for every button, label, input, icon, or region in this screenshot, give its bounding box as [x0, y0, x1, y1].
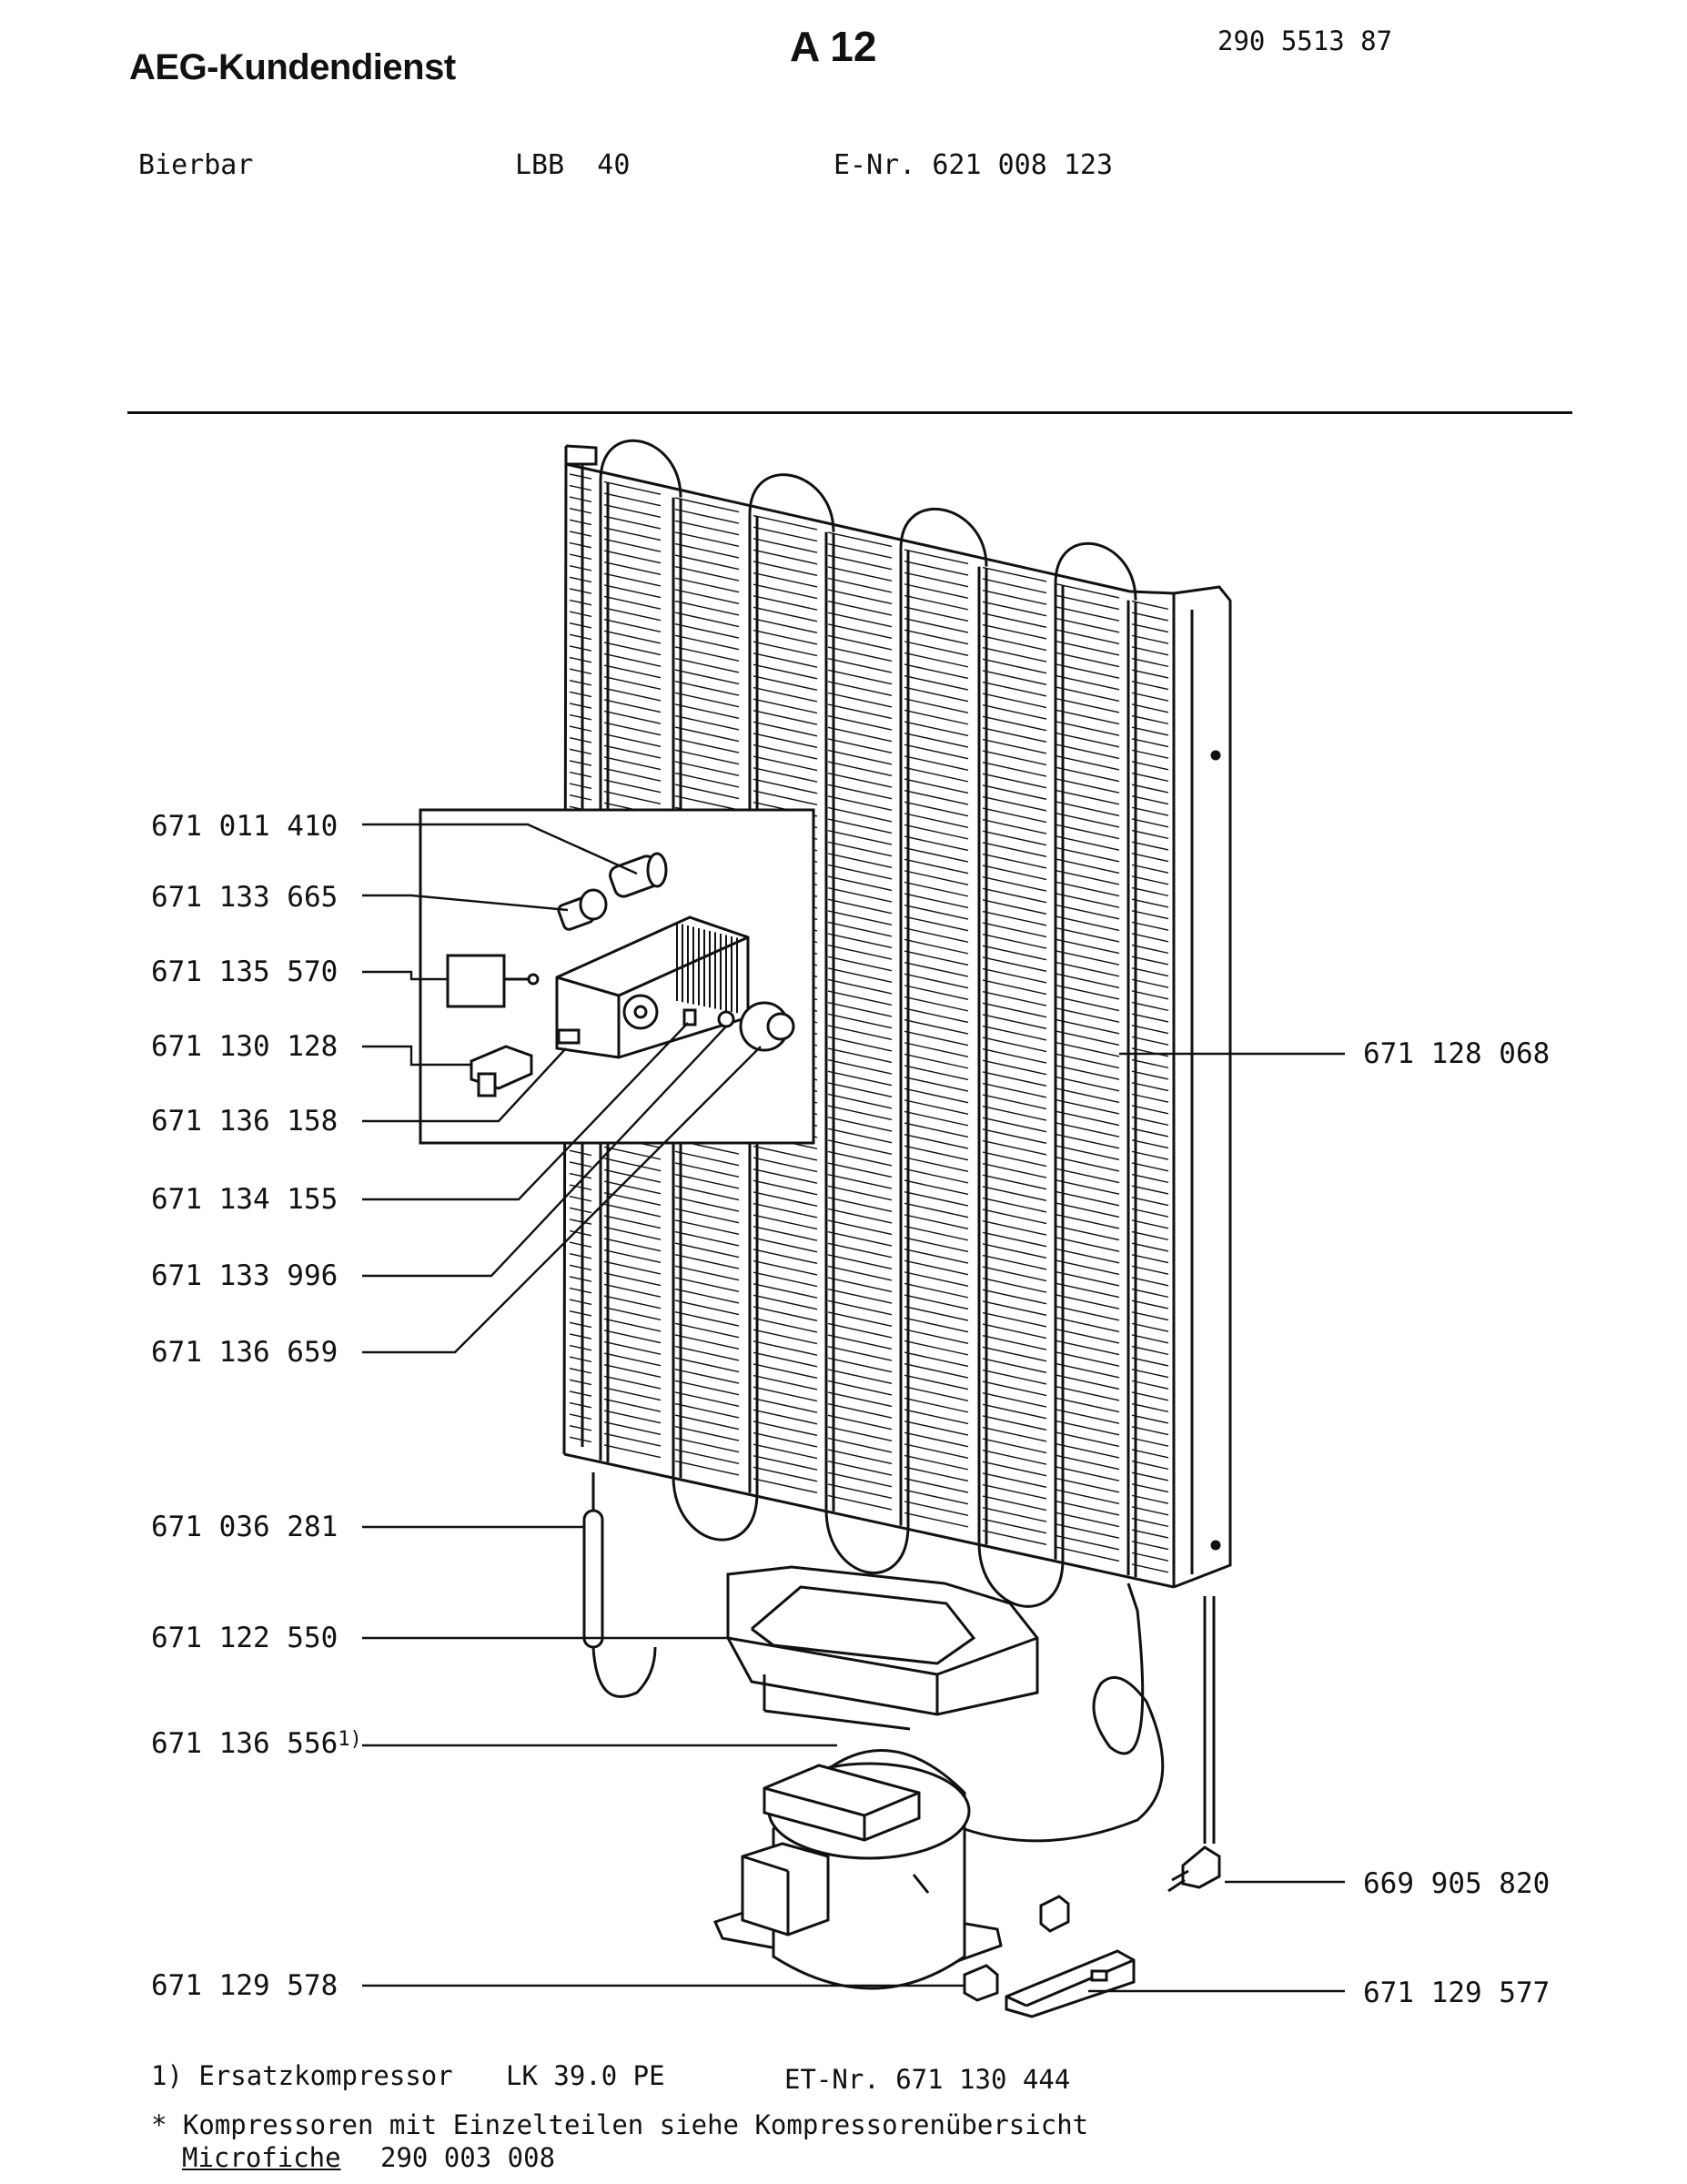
light-switch: [446, 954, 540, 1008]
microfiche-label: Microfiche: [182, 2142, 341, 2173]
replacement-model: LK 39.0 PE: [506, 2060, 665, 2091]
part-number: 671 135 570: [151, 956, 338, 988]
part-label-left: 671 011 410: [151, 810, 338, 843]
footnote-marker: 1): [338, 1728, 362, 1751]
power-plug: [1167, 1596, 1221, 1893]
discharge-tube: [964, 1582, 1165, 1843]
part-number: 671 136 556: [151, 1727, 338, 1760]
part-number: 671 133 665: [151, 881, 338, 914]
part-label-left: 671 136 659: [151, 1336, 338, 1369]
filter-drier: [582, 1472, 657, 1698]
product-model: LBB 40: [515, 149, 631, 181]
brand-title: AEG-Kundendienst: [129, 47, 456, 87]
drip-tray: [726, 1565, 1039, 1731]
microfiche-number: 290 003 008: [380, 2142, 556, 2173]
document-number: 290 5513 87: [1217, 25, 1393, 56]
part-label-left: 671 133 996: [151, 1259, 338, 1292]
part-label-right: 671 128 068: [1363, 1037, 1551, 1070]
part-label-left: 671 134 155: [151, 1183, 338, 1216]
part-number: 671 130 128: [151, 1030, 338, 1063]
part-label-left: 671 036 281: [151, 1511, 338, 1543]
part-number: 671 129 578: [151, 1969, 338, 2002]
leader-lines: [362, 823, 1345, 1993]
replacement-et-number: ET-Nr. 671 130 444: [784, 2064, 1071, 2095]
lamp-bulb: [557, 888, 608, 931]
thermostat-knob: [682, 1001, 795, 1052]
product-name: Bierbar: [138, 149, 254, 181]
sheet-number: A 12: [790, 23, 877, 70]
part-label-left: 671 133 665: [151, 881, 338, 914]
part-label-right: 669 905 820: [1363, 1867, 1551, 1900]
part-label-left: 671 130 128: [151, 1030, 338, 1063]
connector-plug: [470, 1045, 533, 1097]
part-label-left: 671 135 570: [151, 956, 338, 988]
replacement-label: 1) Ersatzkompressor: [151, 2060, 453, 2091]
part-number: 671 134 155: [151, 1183, 338, 1216]
product-e-number: E-Nr. 621 008 123: [833, 149, 1114, 181]
compressor-note: * Kompressoren mit Einzelteilen siehe Ko…: [151, 2109, 1089, 2140]
part-label-left: 671 136 158: [151, 1105, 338, 1138]
mounting-bracket-right: [1005, 1895, 1136, 2018]
part-number: 671 136 659: [151, 1336, 338, 1369]
compressor: [712, 1749, 1003, 1990]
mounting-bracket-left: [963, 1964, 999, 2002]
part-label-left: 671 129 578: [151, 1969, 338, 2002]
part-label-left: 671 122 550: [151, 1622, 338, 1654]
part-label-right: 671 129 577: [1363, 1977, 1551, 2009]
part-number: 671 133 996: [151, 1259, 338, 1292]
part-number: 671 136 158: [151, 1105, 338, 1138]
header-divider: [127, 411, 1572, 414]
part-number: 671 036 281: [151, 1511, 338, 1543]
part-number: 671 011 410: [151, 810, 338, 843]
part-number: 671 122 550: [151, 1622, 338, 1654]
part-label-left: 671 136 5561): [151, 1727, 362, 1760]
